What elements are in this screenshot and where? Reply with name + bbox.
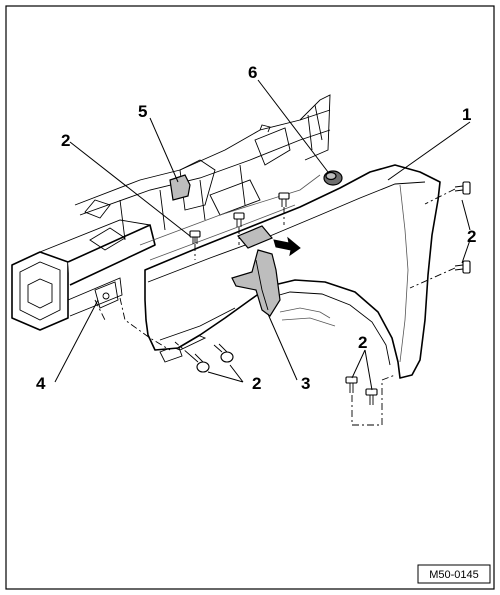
callout-5: 5 — [138, 102, 147, 121]
callout-2-rear: 2 — [467, 227, 476, 246]
body-structure — [11, 94, 331, 363]
rear-fender-bolts — [409, 181, 471, 289]
callout-2-top: 2 — [61, 131, 70, 150]
callout-2-lower-rear: 2 — [358, 333, 367, 352]
lower-rear-bolts — [345, 374, 396, 426]
callout-1: 1 — [462, 105, 471, 124]
figure-id: M50-0145 — [429, 569, 479, 581]
bracket-item-5 — [169, 174, 191, 201]
buffer-item-6 — [323, 170, 343, 186]
direction-arrow — [273, 236, 301, 257]
fender-item-1 — [144, 164, 441, 379]
figure-id-box — [417, 564, 491, 584]
leader-lines — [54, 79, 471, 391]
mounting-strip — [237, 225, 273, 249]
callout-2-lower-front: 2 — [252, 374, 261, 393]
deflector-item-3 — [231, 249, 281, 317]
drawing-frame — [5, 5, 495, 590]
callout-4: 4 — [36, 374, 46, 393]
callout-3: 3 — [301, 374, 310, 393]
top-fender-bolts — [189, 192, 290, 244]
lower-front-bolts — [189, 343, 234, 373]
callout-6: 6 — [248, 63, 257, 82]
